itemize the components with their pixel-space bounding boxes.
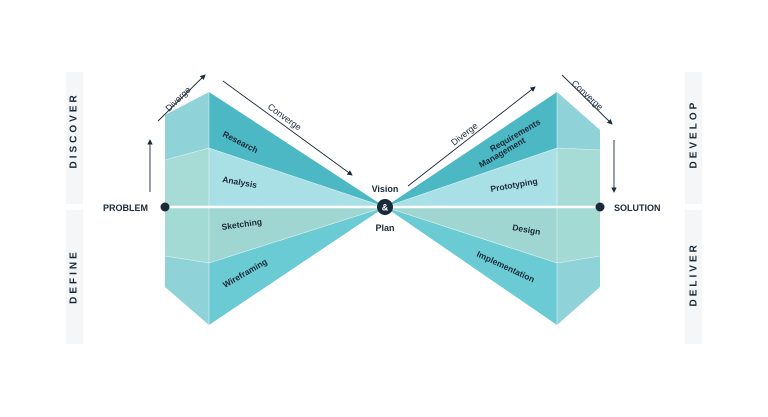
left-outer-top [165, 92, 209, 160]
left-diverge-arrow [157, 74, 206, 122]
implementation-facet [385, 207, 557, 325]
ampersand-label: & [382, 203, 389, 213]
requirements-facet [385, 92, 557, 207]
left-outer-mid-top [165, 148, 209, 207]
right-outer-mid-bottom [557, 207, 600, 263]
develop-tab [685, 72, 702, 204]
right-outer-bottom [557, 256, 600, 325]
vision-plan-node [377, 199, 393, 215]
deliver-tab [685, 210, 702, 344]
right-converge-arrow [561, 74, 613, 125]
problem-node [160, 202, 170, 212]
right-converge-label: Converge [570, 78, 605, 112]
solution-node [595, 202, 605, 212]
design-label: Design [512, 222, 542, 237]
solution-label: SOLUTION [614, 203, 661, 213]
left-outer-mid-bottom [165, 207, 209, 263]
plan-label: Plan [375, 223, 394, 233]
right-outer-top [557, 92, 600, 150]
left-cone [165, 92, 385, 325]
right-diverge-arrow [407, 86, 536, 187]
problem-label: PROBLEM [103, 203, 148, 213]
wireframing-facet [209, 207, 385, 325]
define-tab [66, 210, 83, 344]
discover-tab [66, 72, 83, 204]
left-converge-arrow [222, 80, 353, 176]
vision-label: Vision [372, 184, 399, 194]
research-facet [209, 92, 385, 207]
left-outer-bottom [165, 256, 209, 325]
right-cone [385, 92, 600, 325]
left-converge-label: Converge [266, 102, 303, 133]
right-outer-mid-top [557, 148, 600, 207]
